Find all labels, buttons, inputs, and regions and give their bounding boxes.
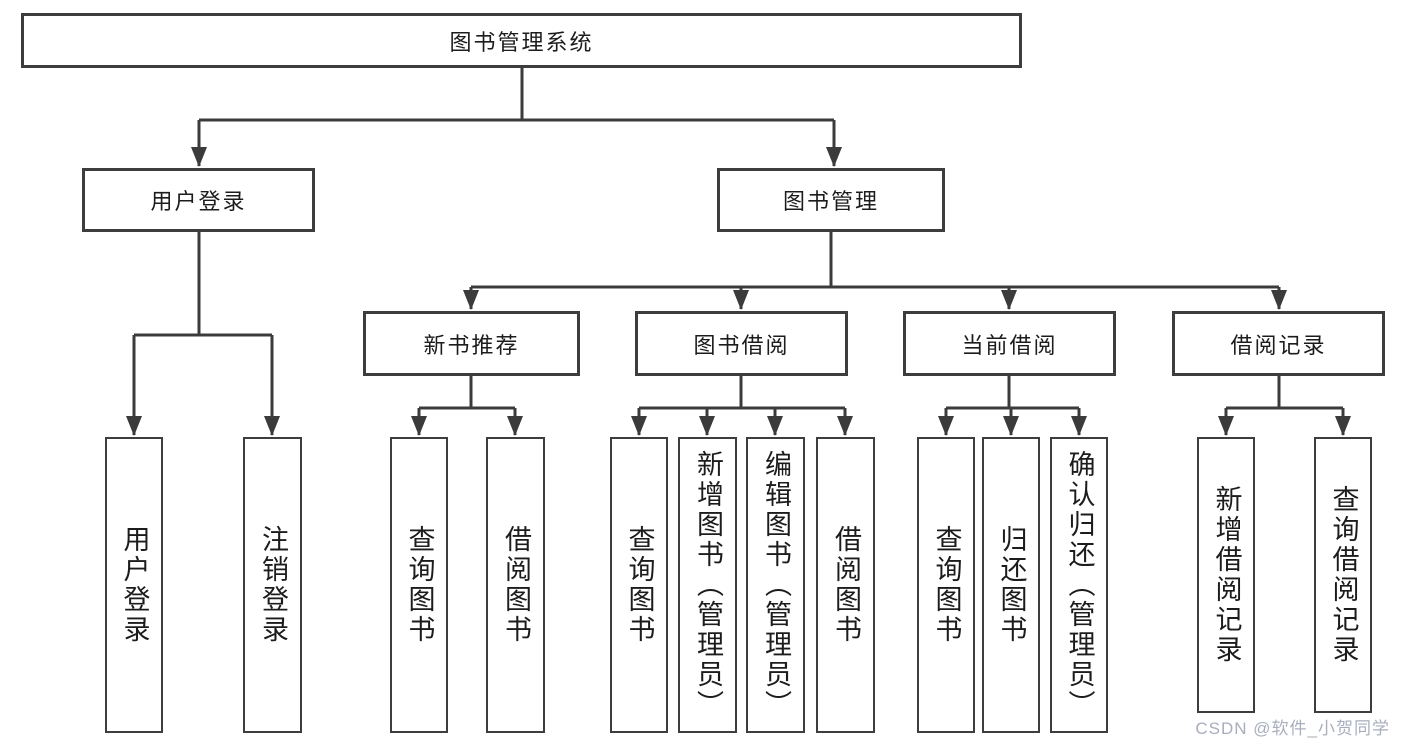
leaf-query-book-borrow: 查询图书: [610, 437, 668, 733]
csdn-watermark: CSDN @软件_小贺同学: [1195, 719, 1390, 738]
node-current-borrow: 当前借阅: [903, 311, 1116, 376]
leaf-add-borrow-record: 新增借阅记录: [1197, 437, 1255, 713]
leaf-confirm-return-admin: 确认归还（管理员）: [1050, 437, 1108, 733]
node-root: 图书管理系统: [21, 13, 1022, 68]
leaf-query-book-recommend: 查询图书: [390, 437, 448, 733]
leaf-borrow-book-recommend: 借阅图书: [486, 437, 545, 733]
leaf-logout: 注销登录: [243, 437, 302, 733]
node-book-management: 图书管理: [717, 168, 945, 232]
node-user-login: 用户登录: [82, 168, 315, 232]
leaf-query-book-current: 查询图书: [917, 437, 975, 733]
leaf-user-login: 用户登录: [105, 437, 163, 733]
leaf-return-book: 归还图书: [982, 437, 1040, 733]
leaf-add-book-admin: 新增图书（管理员）: [678, 437, 737, 733]
node-new-book-recommend: 新书推荐: [363, 311, 580, 376]
leaf-edit-book-admin: 编辑图书（管理员）: [746, 437, 805, 733]
leaf-borrow-book: 借阅图书: [816, 437, 875, 733]
node-book-borrow: 图书借阅: [635, 311, 848, 376]
leaf-query-borrow-record: 查询借阅记录: [1314, 437, 1372, 713]
node-borrow-records: 借阅记录: [1172, 311, 1385, 376]
